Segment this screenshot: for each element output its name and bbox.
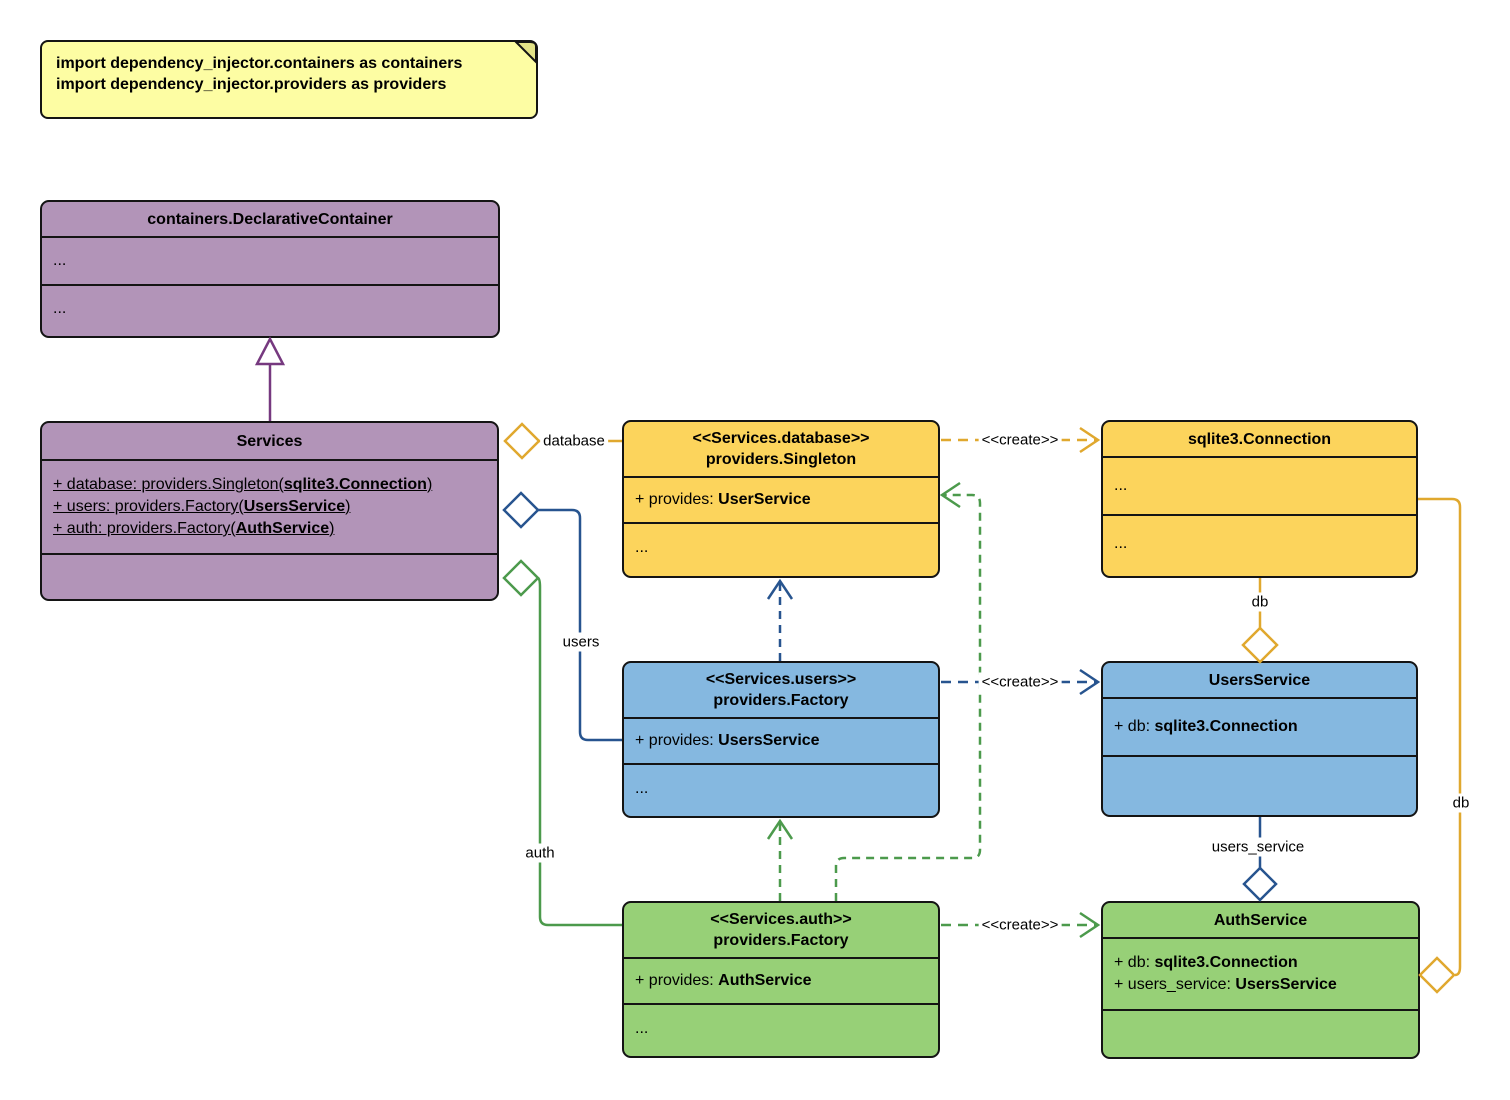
class-title: UsersService xyxy=(1208,671,1311,689)
class-services: Services + database: providers.Singleton… xyxy=(40,421,499,601)
note-line: import dependency_injector.providers as … xyxy=(56,76,447,93)
class-name: providers.Singleton xyxy=(705,451,857,468)
class-title: Services xyxy=(236,432,303,450)
stereotype: <<Services.auth>> xyxy=(710,911,852,928)
users-service-edge xyxy=(1242,817,1278,902)
class-attrs: + provides: AuthService xyxy=(624,957,938,1003)
class-methods: ... xyxy=(624,763,938,812)
class-declarative-container: containers.DeclarativeContainer ... ... xyxy=(40,200,500,338)
class-name: providers.Factory xyxy=(713,932,849,949)
class-methods xyxy=(1103,1009,1418,1053)
class-methods: ... xyxy=(42,284,498,332)
class-methods: ... xyxy=(624,522,938,572)
auth-to-users-edge xyxy=(766,818,794,901)
class-attrs: + database: providers.Singleton(sqlite3.… xyxy=(42,459,497,553)
class-methods xyxy=(42,553,497,595)
edge-label-create: <<create>> xyxy=(978,430,1062,450)
stereotype: <<Services.database>> xyxy=(692,430,870,447)
attr-auth: + auth: providers.Factory(AuthService) xyxy=(53,520,335,537)
auth-edge xyxy=(502,559,622,927)
edge-label-database: database xyxy=(540,431,608,451)
attr-db: + db: sqlite3.Connection xyxy=(1114,718,1298,735)
class-auth-service: AuthService + db: sqlite3.Connection + u… xyxy=(1101,901,1420,1059)
attr-provides: + provides: AuthService xyxy=(635,972,812,989)
class-title: containers.DeclarativeContainer xyxy=(147,210,393,228)
inheritance-edge xyxy=(254,336,286,421)
class-attrs: + db: sqlite3.Connection xyxy=(1103,697,1416,755)
class-attrs: + db: sqlite3.Connection + users_service… xyxy=(1103,937,1418,1009)
class-methods: ... xyxy=(624,1003,938,1052)
class-attrs: ... xyxy=(42,236,498,284)
class-title: <<Services.database>> providers.Singleto… xyxy=(624,422,938,476)
class-users-factory: <<Services.users>> providers.Factory + p… xyxy=(622,661,940,818)
class-attrs: + provides: UsersService xyxy=(624,717,938,763)
attr-users-service: + users_service: UsersService xyxy=(1114,976,1337,993)
db-edge xyxy=(1241,578,1279,664)
edge-label-create: <<create>> xyxy=(978,672,1062,692)
edge-label-users: users xyxy=(559,632,603,652)
class-database-singleton: <<Services.database>> providers.Singleto… xyxy=(622,420,940,578)
attr-users: + users: providers.Factory(UsersService) xyxy=(53,498,351,515)
db-right-edge xyxy=(1418,497,1462,994)
stereotype: <<Services.users>> xyxy=(705,671,857,688)
class-users-service: UsersService + db: sqlite3.Connection xyxy=(1101,661,1418,817)
note-line: import dependency_injector.containers as… xyxy=(56,55,463,72)
class-title: sqlite3.Connection xyxy=(1187,430,1332,448)
attr-database: + database: providers.Singleton(sqlite3.… xyxy=(53,476,433,493)
note-fold-icon xyxy=(514,41,537,64)
class-methods: ... xyxy=(1103,514,1416,572)
class-auth-factory: <<Services.auth>> providers.Factory + pr… xyxy=(622,901,940,1058)
edge-label-db: db xyxy=(1449,793,1473,813)
edge-label-create: <<create>> xyxy=(978,915,1062,935)
class-attrs: + provides: UserService xyxy=(624,476,938,522)
class-title: <<Services.users>> providers.Factory xyxy=(624,663,938,717)
import-note: import dependency_injector.containers as… xyxy=(40,40,538,119)
attr-db: + db: sqlite3.Connection xyxy=(1114,954,1298,971)
attr-provides: + provides: UserService xyxy=(635,491,811,508)
attr-provides: + provides: UsersService xyxy=(635,732,820,749)
edge-label-users-service: users_service xyxy=(1208,837,1308,857)
users-edge xyxy=(502,491,622,742)
class-attrs: ... xyxy=(1103,456,1416,514)
class-methods xyxy=(1103,755,1416,811)
edge-label-db: db xyxy=(1248,592,1272,612)
class-title: AuthService xyxy=(1213,911,1308,929)
class-title: <<Services.auth>> providers.Factory xyxy=(624,903,938,957)
class-name: providers.Factory xyxy=(713,692,849,709)
edge-label-auth: auth xyxy=(522,843,558,863)
class-sqlite3-connection: sqlite3.Connection ... ... xyxy=(1101,420,1418,578)
users-to-singleton-edge xyxy=(766,578,794,661)
